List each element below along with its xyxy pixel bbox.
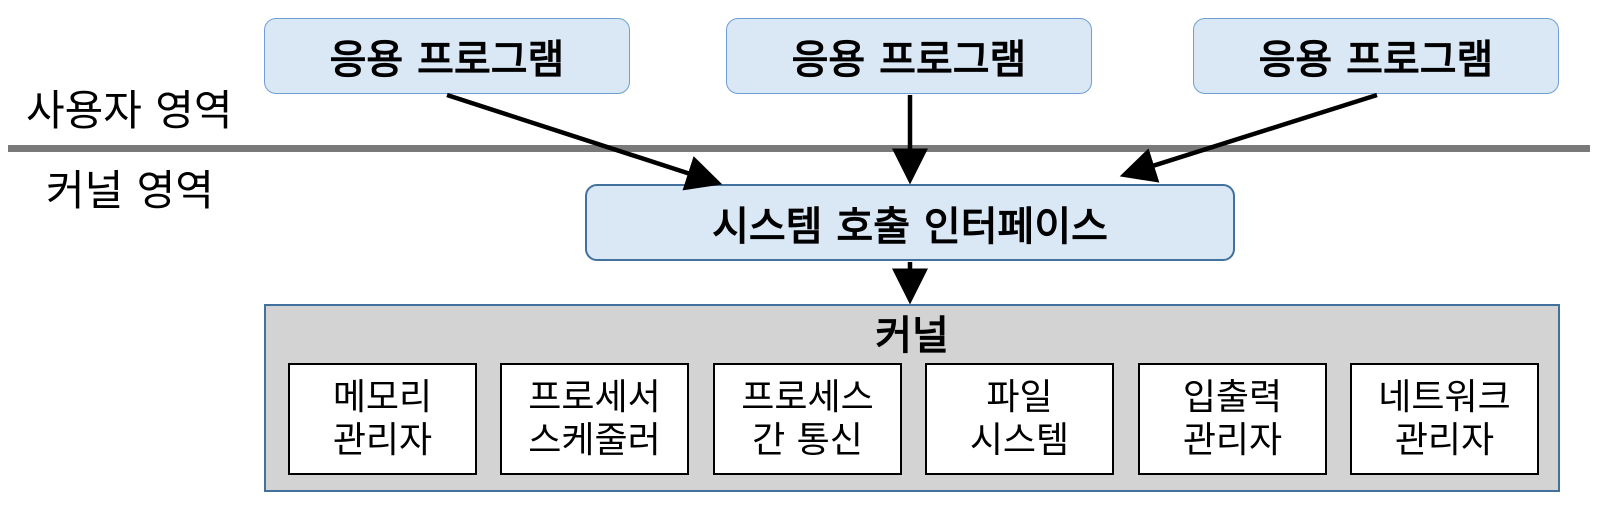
module-label-line2: 관리자	[1182, 420, 1283, 461]
module-label-line1: 프로세스	[741, 376, 874, 418]
module-label-line2: 관리자	[332, 420, 433, 461]
module-label-line1: 입출력	[1182, 376, 1283, 418]
process-scheduler-box: 프로세서 스케줄러	[500, 363, 689, 475]
module-label-line1: 파일	[986, 376, 1053, 418]
module-label-line1: 프로세서	[528, 376, 661, 418]
file-system-box: 파일 시스템	[925, 363, 1114, 475]
application-box-2: 응용 프로그램	[726, 18, 1092, 94]
io-manager-box: 입출력 관리자	[1138, 363, 1327, 475]
network-manager-box: 네트워크 관리자	[1350, 363, 1539, 475]
module-label-line2: 관리자	[1394, 420, 1495, 461]
module-label-line1: 네트워크	[1378, 376, 1511, 418]
module-label-line1: 메모리	[332, 376, 433, 418]
user-region-label: 사용자 영역	[26, 86, 233, 135]
system-call-interface-box: 시스템 호출 인터페이스	[585, 184, 1235, 261]
kernel-region-label: 커널 영역	[46, 166, 214, 215]
arrow-app1-to-syscall	[446, 92, 723, 191]
user-kernel-divider	[8, 145, 1590, 152]
module-label-line2: 간 통신	[752, 420, 863, 461]
kernel-title: 커널	[875, 313, 949, 359]
module-label-line2: 시스템	[969, 420, 1070, 461]
kernel-box: 커널 메모리 관리자 프로세서 스케줄러 프로세스 간 통신 파일 시스템 입출…	[264, 304, 1560, 492]
memory-manager-box: 메모리 관리자	[288, 363, 477, 475]
ipc-box: 프로세스 간 통신	[713, 363, 902, 475]
application-box-3: 응용 프로그램	[1193, 18, 1559, 94]
application-box-1: 응용 프로그램	[264, 18, 630, 94]
module-label-line2: 스케줄러	[528, 420, 661, 461]
arrow-app3-to-syscall	[1119, 92, 1378, 183]
